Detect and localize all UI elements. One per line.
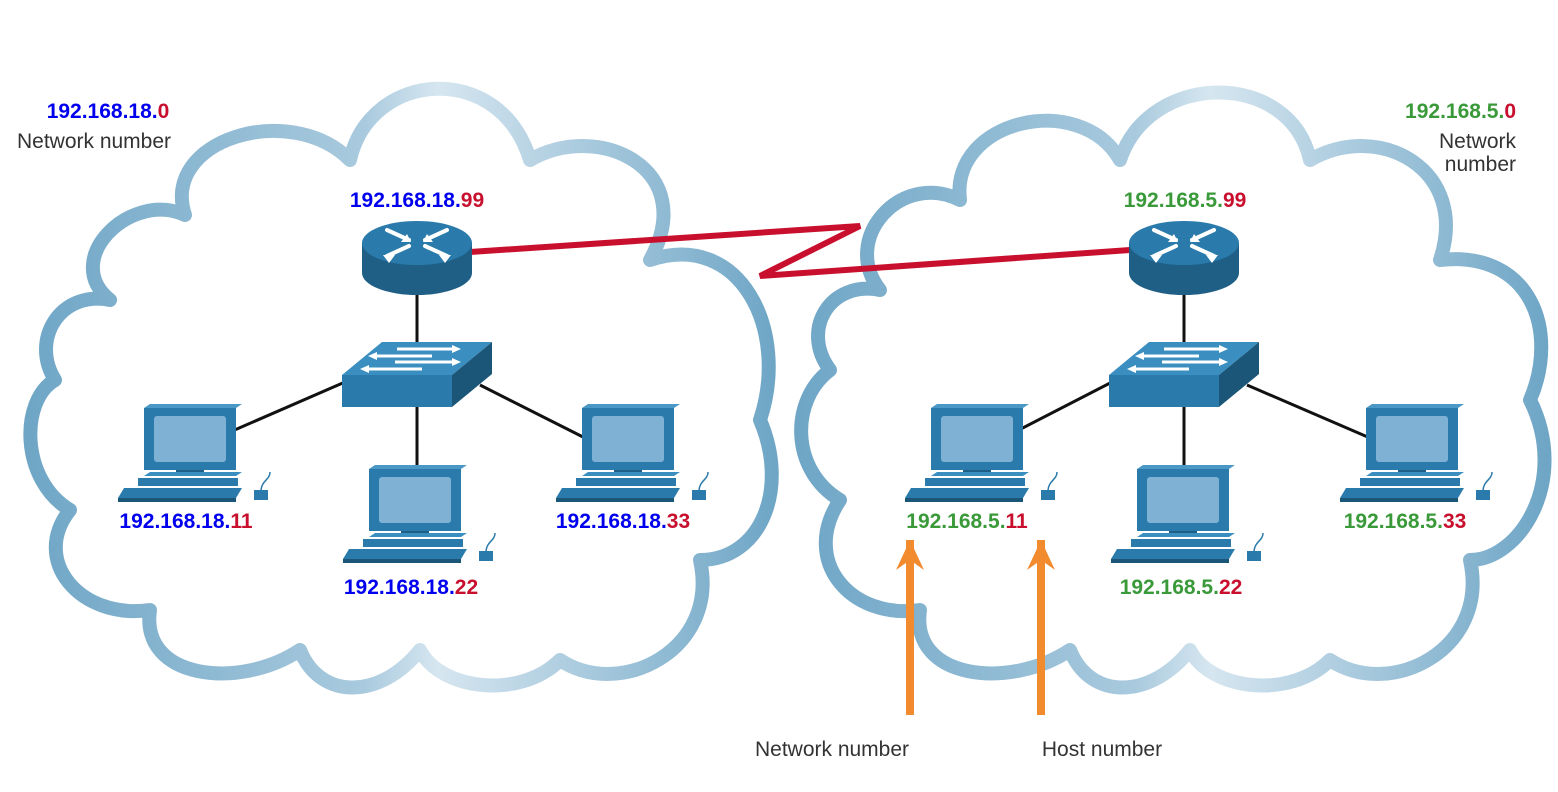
pc-icon (555, 403, 709, 503)
left-pc3-address: 192.168.18.33 (556, 510, 690, 533)
left-cabling (229, 290, 586, 470)
pc-icon (117, 403, 271, 503)
left-pc1-address: 192.168.18.11 (119, 510, 252, 533)
cloud-icon (794, 85, 1552, 695)
host-number-annotation: Host number (1042, 738, 1162, 761)
router-icon (1127, 219, 1241, 297)
cloud-icon (23, 81, 779, 695)
left-pc2-address: 192.168.18.22 (344, 576, 478, 599)
pc-icon (1110, 464, 1264, 564)
right-network-caption-line1: Network (1439, 130, 1517, 153)
right-pc3-address: 192.168.5.33 (1344, 510, 1467, 533)
arrow-up-icon (1027, 540, 1055, 715)
left-router-address: 192.168.18.99 (350, 189, 484, 212)
pc-icon (904, 403, 1058, 503)
left-network-caption: Network number (17, 130, 171, 153)
switch-icon (340, 340, 494, 409)
right-network-caption-line2: number (1445, 153, 1516, 176)
wan-serial-link (469, 223, 1131, 279)
switch-icon (1107, 340, 1261, 409)
right-network-address: 192.168.5.0 (1405, 100, 1516, 123)
right-pc1-address: 192.168.5.11 (906, 510, 1028, 533)
pc-icon (1339, 403, 1493, 503)
left-network-address: 192.168.18.0 (47, 100, 170, 123)
right-router-address: 192.168.5.99 (1124, 189, 1247, 212)
pc-icon (342, 464, 496, 564)
network-number-annotation: Network number (755, 738, 909, 761)
right-pc2-address: 192.168.5.22 (1120, 576, 1243, 599)
router-icon (360, 219, 474, 297)
right-cabling (1014, 290, 1371, 470)
